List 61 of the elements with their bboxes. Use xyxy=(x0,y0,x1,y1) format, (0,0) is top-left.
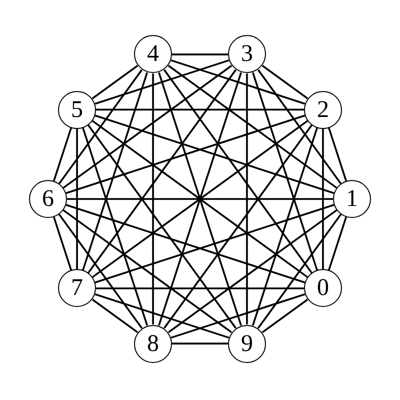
connector-line xyxy=(62,64,232,189)
connector-line xyxy=(94,293,230,339)
connector-line xyxy=(82,72,148,271)
vertex-circle xyxy=(304,269,342,308)
connector-line xyxy=(94,114,334,194)
connector-line xyxy=(170,59,306,105)
vertex-label: 1 xyxy=(346,187,358,211)
connector-line xyxy=(328,216,347,271)
connector-line xyxy=(94,204,334,284)
vertex-label: 8 xyxy=(147,332,160,356)
vertex-label: 5 xyxy=(71,98,84,122)
connector-line xyxy=(262,64,308,100)
vertex-circle xyxy=(304,90,342,129)
connector-line xyxy=(252,72,318,271)
connector-line xyxy=(66,114,306,194)
connector-line xyxy=(172,342,228,344)
connector-line xyxy=(252,127,318,326)
vertex-circle xyxy=(134,35,172,74)
connector-line xyxy=(257,214,342,329)
vertex-label: 0 xyxy=(316,276,329,300)
vertex-circle xyxy=(58,269,96,308)
vertex-label: 7 xyxy=(71,276,84,300)
connector-line xyxy=(53,216,72,271)
connector-line xyxy=(58,69,143,184)
vertex-label: 6 xyxy=(42,187,54,211)
vertex-label: 2 xyxy=(316,98,329,122)
connector-line xyxy=(172,54,228,56)
connector-line xyxy=(96,287,304,290)
connector-line xyxy=(66,204,306,284)
vertex-circle xyxy=(29,180,67,218)
connector-line xyxy=(152,73,154,325)
vertex-label: 4 xyxy=(147,42,160,66)
connector-line xyxy=(257,69,342,184)
connector-line xyxy=(87,124,237,329)
vertex-label: 9 xyxy=(240,332,253,356)
connector-line xyxy=(58,214,143,329)
vertex-circle xyxy=(333,180,371,218)
connector-line xyxy=(170,293,306,339)
vertex-label: 3 xyxy=(240,42,253,66)
connector-line xyxy=(322,128,324,270)
connector-line xyxy=(96,108,304,111)
connector-line xyxy=(76,128,78,270)
vertex-circle xyxy=(228,324,266,363)
connector-line xyxy=(53,127,72,182)
connector-line xyxy=(262,298,308,334)
vertex-circle xyxy=(58,90,96,129)
connector-line xyxy=(168,209,338,334)
connector-line xyxy=(94,59,230,105)
vertex-circle xyxy=(228,35,266,74)
connector-line xyxy=(87,69,237,274)
connector-line xyxy=(62,209,232,334)
connector-line xyxy=(246,73,248,325)
connector-line xyxy=(163,69,313,274)
connector-line xyxy=(163,124,313,329)
connector-line xyxy=(67,198,333,200)
connector-line xyxy=(92,298,138,334)
vertex-circle xyxy=(134,324,172,363)
connector-line xyxy=(168,64,338,189)
connector-line xyxy=(82,127,148,326)
connector-line xyxy=(92,64,138,100)
connector-line xyxy=(328,127,347,182)
